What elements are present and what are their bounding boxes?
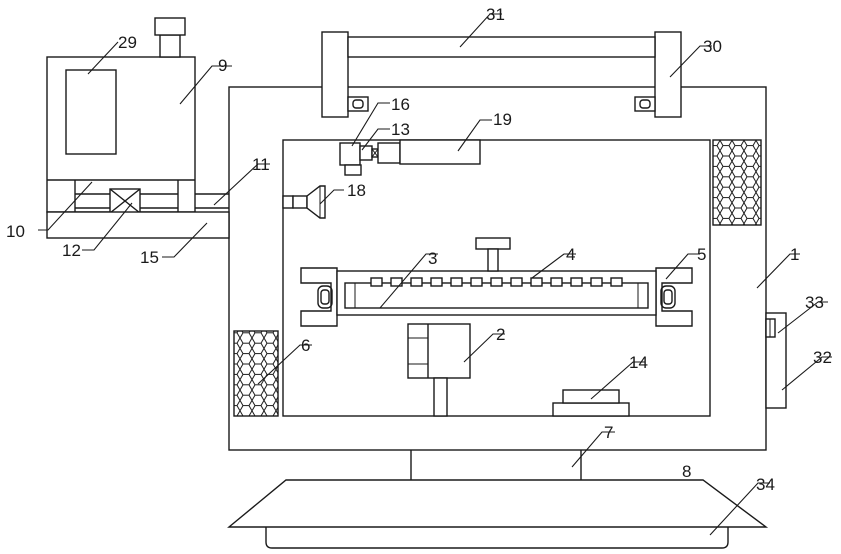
- label-33: 33: [805, 293, 824, 312]
- label-11: 11: [252, 155, 270, 174]
- label-5: 5: [697, 245, 706, 264]
- label-18: 18: [347, 181, 366, 200]
- base-block: [553, 390, 629, 416]
- label-13: 13: [391, 120, 410, 139]
- label-12: 12: [62, 241, 81, 260]
- base-platform: [229, 480, 766, 548]
- label-4: 4: [566, 245, 575, 264]
- side-box: [766, 313, 786, 408]
- label-7: 7: [604, 423, 613, 442]
- label-16: 16: [391, 95, 410, 114]
- label-6: 6: [301, 336, 310, 355]
- valve: [110, 189, 140, 213]
- label-30: 30: [703, 37, 722, 56]
- label-10: 10: [6, 222, 25, 241]
- slide-rack: [337, 271, 656, 315]
- label-32: 32: [813, 348, 832, 367]
- label-8: 8: [682, 462, 691, 481]
- left-honeycomb-filter: [234, 331, 278, 416]
- support-plate: [47, 212, 229, 238]
- label-31: 31: [486, 5, 505, 24]
- label-1: 1: [790, 245, 799, 264]
- stand-column: [411, 450, 581, 480]
- label-34: 34: [756, 475, 775, 494]
- label-15: 15: [140, 248, 159, 267]
- label-3: 3: [428, 249, 437, 268]
- mounting-block-19: [400, 140, 480, 164]
- label-19: 19: [493, 110, 512, 129]
- label-29: 29: [118, 33, 137, 52]
- label-2: 2: [496, 325, 505, 344]
- right-honeycomb-filter: [713, 140, 761, 225]
- label-9: 9: [218, 56, 227, 75]
- label-14: 14: [629, 353, 648, 372]
